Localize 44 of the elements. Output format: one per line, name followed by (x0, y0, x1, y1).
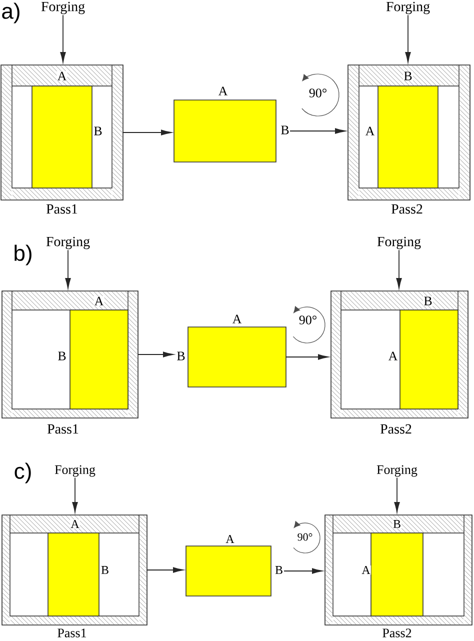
arrow (405, 14, 411, 62)
face-label: A (94, 296, 104, 306)
arrow (286, 354, 328, 360)
face-label: A (388, 351, 398, 361)
face-label: A (232, 314, 242, 324)
face-label: B (280, 125, 290, 135)
panel-label: a) (2, 2, 20, 24)
angle-label: 90° (298, 533, 312, 541)
arrow (290, 128, 346, 134)
pass-label: Pass1 (58, 628, 86, 638)
pass-label: Pass1 (47, 424, 78, 434)
forging-label: Forging (386, 2, 430, 14)
forging-label: Forging (41, 2, 85, 14)
forging-label: Forging (46, 236, 90, 250)
angle-label: 90° (309, 88, 326, 98)
forging-label: Forging (377, 236, 421, 250)
face-label: A (225, 534, 235, 544)
face-label: A (56, 71, 68, 81)
arrow (396, 250, 402, 288)
face-label: A (364, 126, 376, 136)
panel-label: b) (14, 244, 32, 266)
face-label: B (423, 296, 433, 306)
arrow (65, 250, 71, 288)
face-label: B (403, 71, 413, 81)
pass-label: Pass2 (382, 628, 412, 638)
face-label: B (176, 351, 186, 361)
forging-label: Forging (376, 465, 418, 477)
face-label: B (93, 126, 103, 136)
panel-label: c) (14, 462, 31, 484)
face-label: B (57, 351, 67, 361)
pass-label: Pass2 (380, 424, 412, 434)
arrow (138, 352, 174, 358)
arrow (122, 130, 172, 136)
pass-label: Pass1 (46, 204, 78, 214)
arrow (284, 568, 322, 574)
arrow (394, 477, 400, 512)
pass-label: Pass2 (391, 204, 422, 214)
arrow (146, 567, 184, 573)
forging-label: Forging (54, 465, 96, 477)
face-label: A (218, 86, 228, 96)
angle-label: 90° (299, 316, 316, 324)
face-label: B (274, 565, 284, 575)
arrow (72, 477, 78, 512)
arrow (60, 14, 66, 62)
